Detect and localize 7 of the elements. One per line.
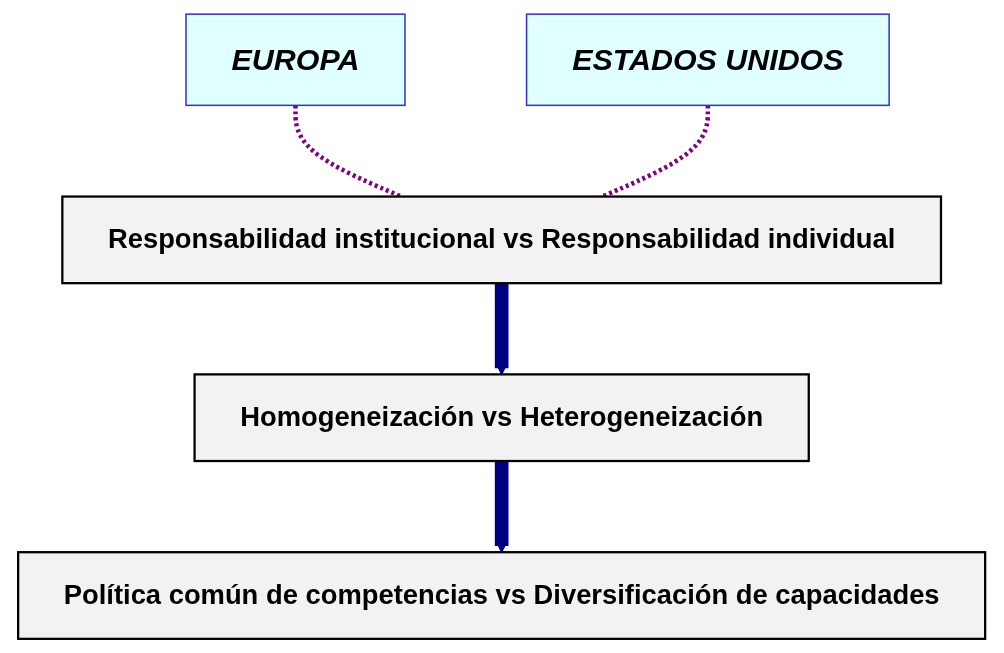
node-box: ESTADOS UNIDOS [526, 13, 891, 107]
node-box: Política común de competencias vs Diversificación de capacidades [17, 551, 987, 640]
arrow [495, 461, 509, 553]
node-box: Responsabilidad institucional vs Responsabilidad individual [61, 195, 943, 285]
node-box: EUROPA [185, 13, 407, 107]
node-box: Homogeneización vs Heterogeneización [193, 373, 811, 463]
arrow [495, 283, 509, 375]
